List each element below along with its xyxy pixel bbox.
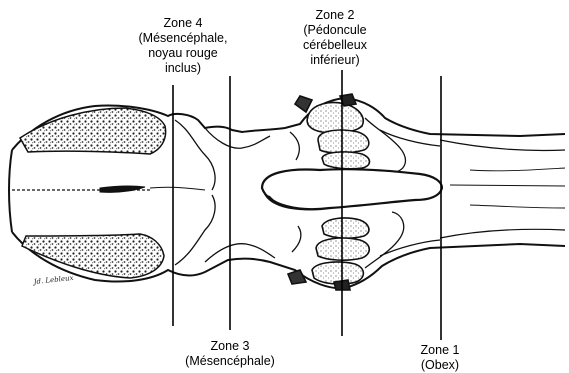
zone-1-line-1: (Obex) bbox=[380, 358, 500, 373]
zone-4-title: Zone 4 bbox=[98, 16, 268, 31]
lower-cut-surface bbox=[22, 234, 164, 278]
zone-3-label: Zone 3 (Mésencéphale) bbox=[160, 339, 300, 369]
artist-signature: Jd. Lebleux bbox=[31, 274, 74, 286]
midline-groove bbox=[12, 186, 205, 192]
zone-2-line-2: cérébelleux bbox=[270, 38, 400, 53]
fourth-ventricle bbox=[262, 169, 442, 209]
zone-2-label: Zone 2 (Pédoncule cérébelleux inférieur) bbox=[270, 8, 400, 68]
zone-4-line-3: inclus) bbox=[98, 61, 268, 76]
zone-4-label: Zone 4 (Mésencéphale, noyau rouge inclus… bbox=[98, 16, 268, 76]
zone-3-title: Zone 3 bbox=[160, 339, 300, 354]
zone-2-line-3: inférieur) bbox=[270, 53, 400, 68]
upper-cut-surface bbox=[20, 108, 166, 154]
zone-2-title: Zone 2 bbox=[270, 8, 400, 23]
zone-4-line-1: (Mésencéphale, bbox=[98, 31, 268, 46]
zone-4-line-2: noyau rouge bbox=[98, 46, 268, 61]
upper-peduncle bbox=[295, 94, 370, 169]
zone-1-title: Zone 1 bbox=[380, 343, 500, 358]
zone-1-label: Zone 1 (Obex) bbox=[380, 343, 500, 373]
zone-2-line-1: (Pédoncule bbox=[270, 23, 400, 38]
zone-3-line-1: (Mésencéphale) bbox=[160, 354, 300, 369]
